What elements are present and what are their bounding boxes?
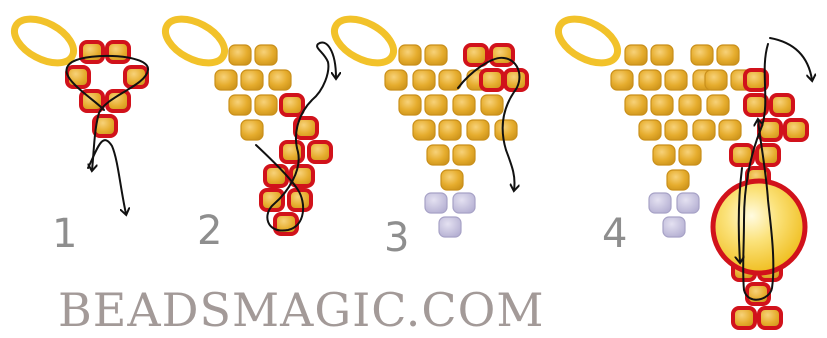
red-bead [65, 65, 91, 89]
red-bead [743, 93, 769, 117]
lilac-bead [662, 216, 686, 238]
red-bead [745, 282, 771, 306]
jump-ring [555, 15, 621, 67]
gold-bead [704, 69, 728, 91]
gold-bead [412, 119, 436, 141]
gold-bead [466, 119, 490, 141]
red-bead [105, 89, 131, 113]
jump-ring [11, 15, 77, 67]
red-bead [92, 114, 118, 138]
step-number-1: 1 [52, 211, 77, 257]
thread-path-4a [769, 37, 812, 80]
gold-bead [452, 144, 476, 166]
gold-bead [494, 119, 518, 141]
red-bead [279, 93, 305, 117]
red-bead [503, 68, 529, 92]
step-number-4: 4 [602, 211, 627, 257]
gold-bead [254, 44, 278, 66]
red-bead [307, 140, 333, 164]
red-bead [755, 143, 781, 167]
red-bead [105, 40, 131, 64]
gold-bead [678, 144, 702, 166]
lilac-bead [438, 216, 462, 238]
gold-bead [240, 69, 264, 91]
gold-bead [652, 144, 676, 166]
gold-bead [716, 44, 740, 66]
gold-bead [692, 119, 716, 141]
gold-bead [424, 44, 448, 66]
red-bead [731, 306, 757, 330]
red-bead [463, 43, 489, 67]
watermark-text: BEADSMAGIC.COM [58, 283, 544, 337]
step-1-diagram [11, 15, 149, 138]
lilac-bead [424, 192, 448, 214]
gold-bead [384, 69, 408, 91]
gold-bead [440, 169, 464, 191]
red-bead [259, 188, 285, 212]
gold-bead [254, 94, 278, 116]
thread-path-3 [457, 56, 521, 190]
thread-paths [65, 37, 812, 301]
step-2-diagram [162, 15, 333, 236]
gold-bead [624, 44, 648, 66]
thread-path-4b [742, 43, 775, 301]
thread-path-1b [87, 139, 126, 214]
gold-bead [610, 69, 634, 91]
gold-bead [452, 94, 476, 116]
jump-ring [162, 15, 228, 67]
step-4-diagram [555, 15, 809, 330]
red-bead [757, 306, 783, 330]
gold-bead [438, 119, 462, 141]
gold-bead [426, 144, 450, 166]
gold-bead [718, 119, 742, 141]
lilac-bead [648, 192, 672, 214]
gold-bead [638, 69, 662, 91]
gold-bead [650, 44, 674, 66]
red-bead [263, 164, 289, 188]
gold-bead [706, 94, 730, 116]
red-bead [293, 116, 319, 140]
red-bead [123, 65, 149, 89]
red-bead [783, 118, 809, 142]
step-number-3: 3 [384, 215, 409, 261]
gold-bead [214, 69, 238, 91]
step-number-2: 2 [197, 208, 222, 254]
gold-bead [424, 94, 448, 116]
thread-path-1a [65, 54, 149, 170]
gold-bead [412, 69, 436, 91]
gold-bead [228, 44, 252, 66]
gold-bead [666, 169, 690, 191]
red-bead [287, 188, 313, 212]
red-bead [489, 43, 515, 67]
gold-bead [664, 69, 688, 91]
jump-ring [331, 15, 397, 67]
lilac-bead [676, 192, 700, 214]
gold-bead [240, 119, 264, 141]
gold-bead [638, 119, 662, 141]
gold-bead [438, 69, 462, 91]
gold-bead [398, 94, 422, 116]
gold-bead [480, 94, 504, 116]
gold-bead [690, 44, 714, 66]
thread-path-4c [739, 167, 742, 262]
gold-bead [268, 69, 292, 91]
gold-bead [664, 119, 688, 141]
step-3-diagram [331, 15, 529, 238]
gold-bead [678, 94, 702, 116]
red-bead [79, 40, 105, 64]
lilac-bead [452, 192, 476, 214]
red-bead [743, 68, 769, 92]
red-bead [769, 93, 795, 117]
red-bead [479, 68, 505, 92]
gold-bead [650, 94, 674, 116]
thread-path-2 [255, 41, 336, 232]
gold-bead [398, 44, 422, 66]
gold-bead [228, 94, 252, 116]
large-pearl-bead [710, 178, 808, 276]
gold-bead [624, 94, 648, 116]
